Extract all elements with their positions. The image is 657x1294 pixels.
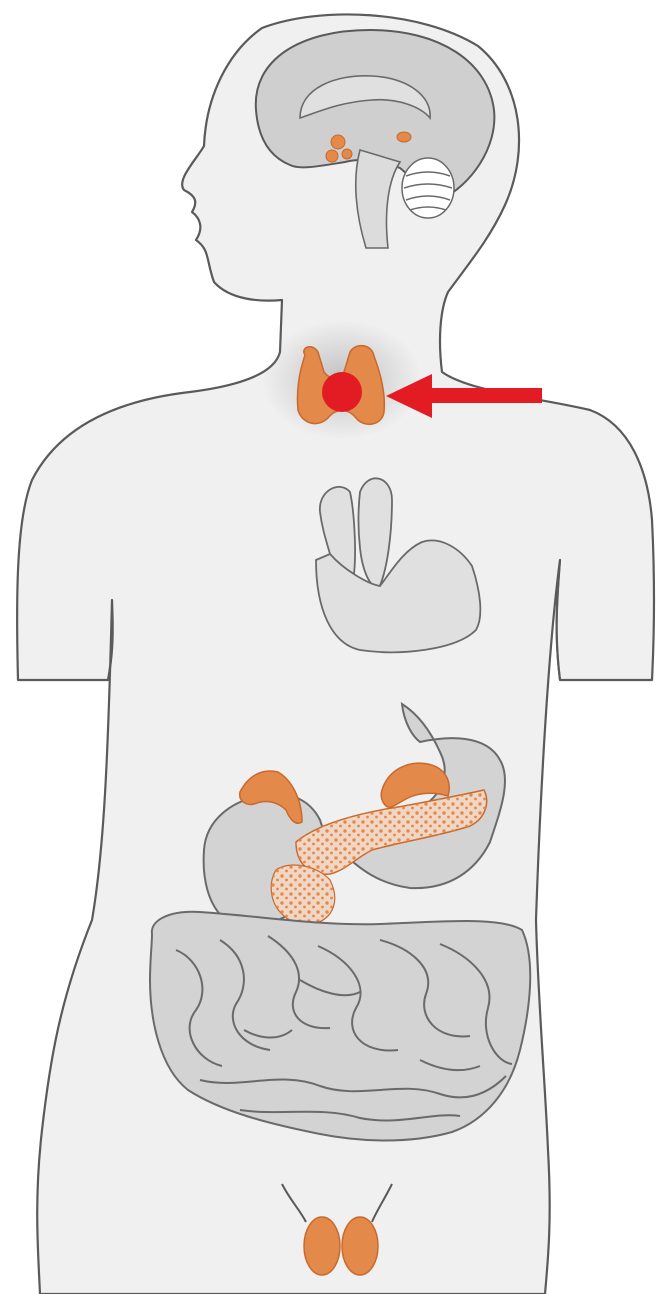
cerebellum: [402, 158, 454, 218]
pineal-gland: [397, 132, 411, 142]
right-testis: [342, 1217, 378, 1275]
left-testis: [304, 1217, 340, 1275]
thyroid-marker-dot: [322, 372, 362, 412]
